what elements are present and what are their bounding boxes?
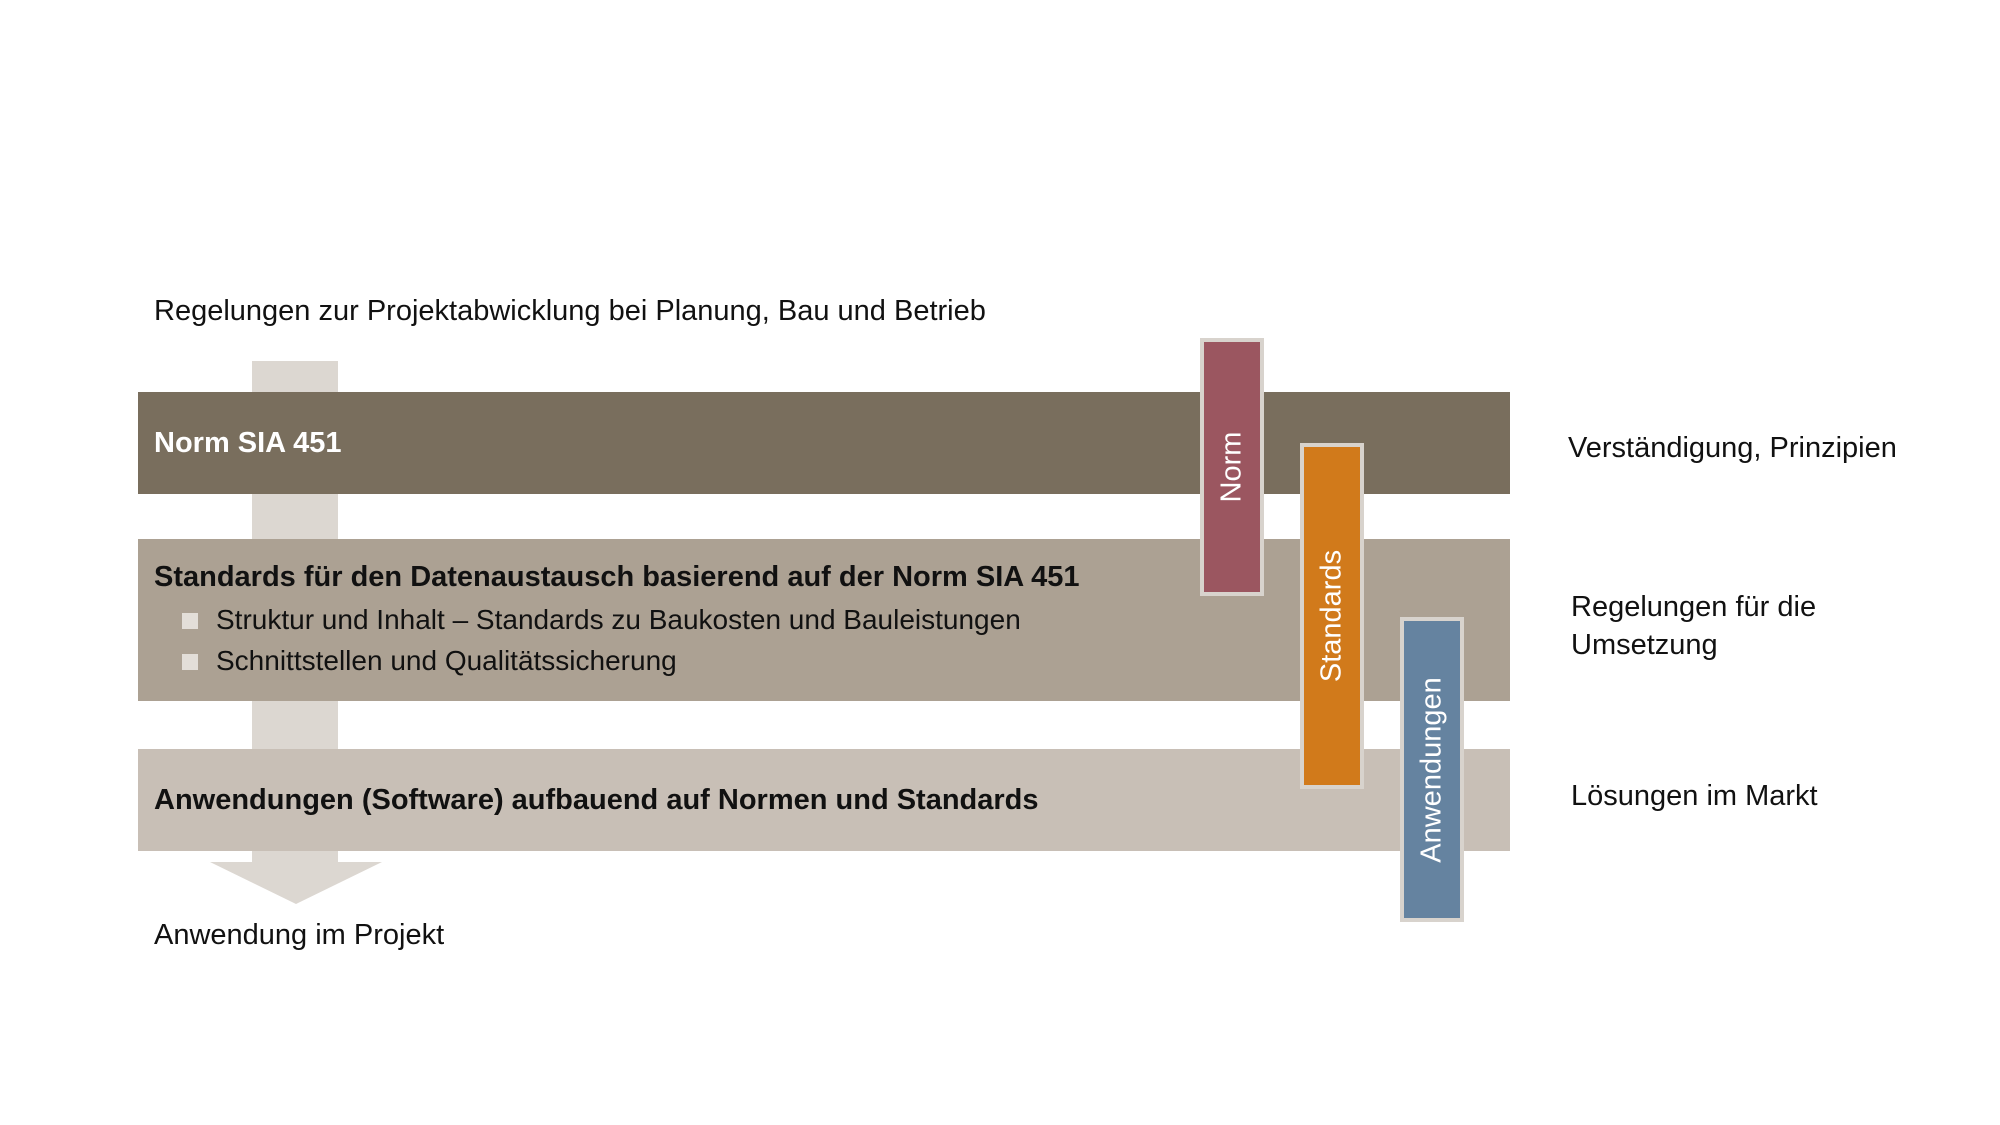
tag-norm: Norm	[1200, 338, 1264, 596]
band-standards: Standards für den Datenaustausch basiere…	[138, 539, 1510, 701]
tag-standards: Standards	[1300, 443, 1364, 789]
tag-applications: Anwendungen	[1400, 617, 1464, 922]
band-applications-title: Anwendungen (Software) aufbauend auf Nor…	[154, 784, 1039, 816]
standards-bullet-text: Schnittstellen und Qualitätssicherung	[216, 645, 677, 676]
standards-bullet-text: Struktur und Inhalt – Standards zu Bauko…	[216, 604, 1021, 635]
bullet-square-icon	[182, 613, 198, 629]
tag-norm-label: Norm	[1215, 431, 1248, 503]
standards-bullet-item: Struktur und Inhalt – Standards zu Bauko…	[182, 603, 1021, 644]
bullet-square-icon	[182, 654, 198, 670]
flow-arrow-head	[210, 862, 382, 904]
right-label-applications: Lösungen im Markt	[1571, 780, 1818, 812]
band-standards-title: Standards für den Datenaustausch basiere…	[154, 561, 1080, 593]
right-label-standards: Regelungen für die Umsetzung	[1571, 591, 1817, 661]
standards-bullet-item: Schnittstellen und Qualitätssicherung	[182, 644, 1021, 685]
band-norm: Norm SIA 451	[138, 392, 1510, 494]
top-label: Regelungen zur Projektabwicklung bei Pla…	[154, 295, 986, 327]
band-norm-title: Norm SIA 451	[154, 427, 342, 459]
band-applications: Anwendungen (Software) aufbauend auf Nor…	[138, 749, 1510, 851]
bottom-label: Anwendung im Projekt	[154, 919, 445, 951]
tag-applications-label: Anwendungen	[1415, 676, 1448, 863]
standards-bullet-list: Struktur und Inhalt – Standards zu Bauko…	[182, 603, 1021, 685]
tag-standards-label: Standards	[1315, 549, 1348, 683]
right-label-norm: Verständigung, Prinzipien	[1568, 432, 1897, 464]
